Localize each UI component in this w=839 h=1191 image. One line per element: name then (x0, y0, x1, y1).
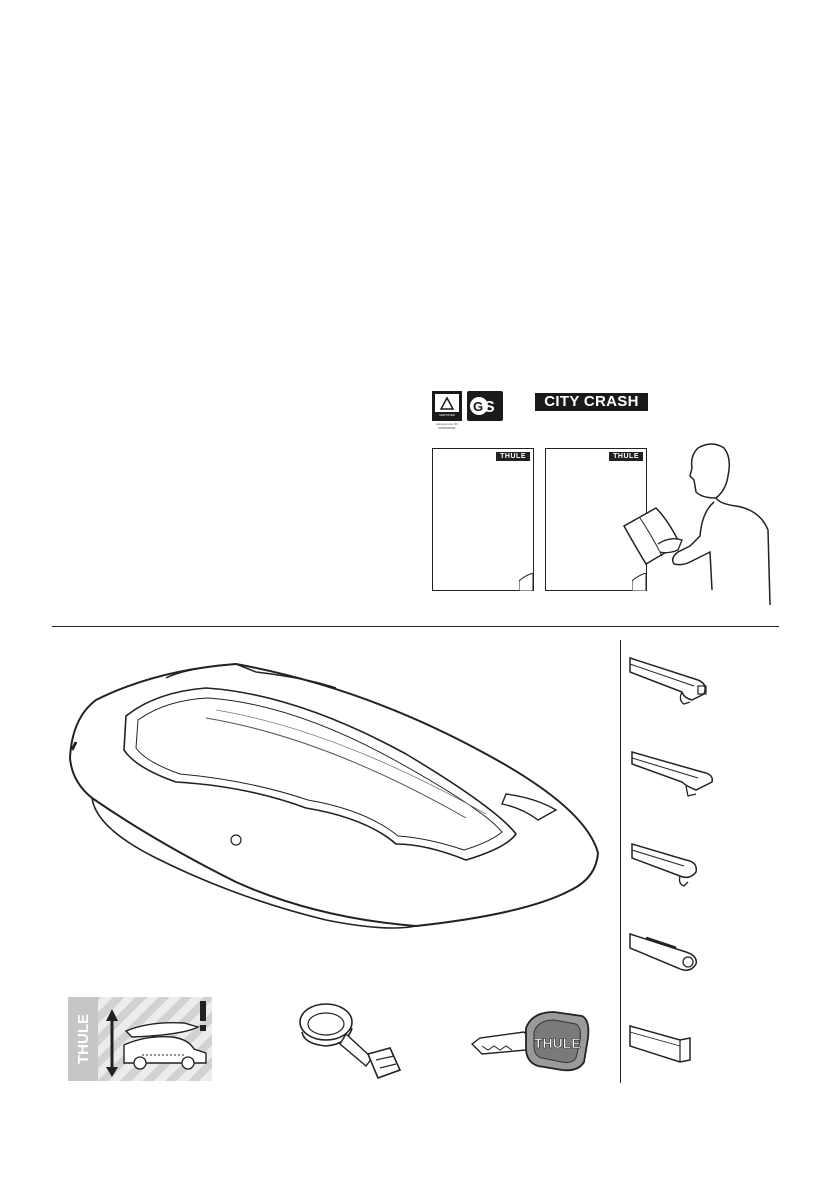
strap-icon (296, 996, 408, 1084)
person-reading-icon (620, 440, 775, 605)
roof-bar-profile-icon (626, 652, 716, 712)
car-with-box-icon (102, 1001, 210, 1077)
roof-bar-profile-icon (626, 1018, 696, 1072)
section-divider (52, 626, 779, 627)
tuv-certified-text: CERTIFIED (436, 413, 458, 417)
roof-bar-profile-icon (626, 928, 704, 978)
roof-box-icon (66, 658, 614, 933)
tuv-fine-print: www.tuv.com ID 0000000000 (432, 422, 462, 430)
svg-text:S: S (484, 399, 495, 416)
certification-logos: G S www.tuv.com ID 0000000000 CERTIFIED (432, 391, 517, 431)
page-curl-icon (519, 573, 534, 591)
key-icon: THULE (468, 1008, 592, 1074)
key-brand-text: THULE (534, 1035, 581, 1051)
height-warning-label-icon: THULE (68, 997, 212, 1081)
roof-bar-profile-icon (626, 742, 722, 800)
warning-label-brand: THULE (74, 1011, 94, 1067)
instruction-manual-icon: THULE (432, 448, 534, 591)
city-crash-badge: CITY CRASH (535, 393, 648, 411)
manual-brand-logo: THULE (496, 452, 530, 461)
column-divider (620, 640, 621, 1083)
roof-bar-profile-icon (626, 836, 706, 890)
svg-text:G: G (473, 399, 483, 414)
